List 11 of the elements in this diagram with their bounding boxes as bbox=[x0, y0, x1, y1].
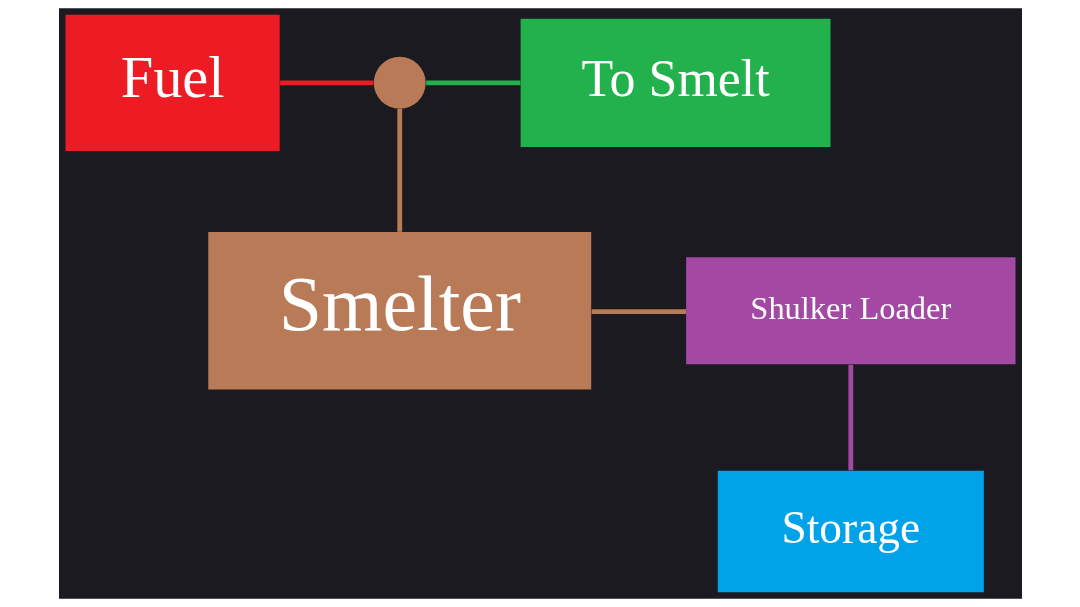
connector bbox=[396, 109, 402, 232]
node-box: Storage bbox=[717, 470, 984, 593]
connector bbox=[847, 364, 853, 471]
connector bbox=[591, 309, 686, 315]
node-box: To Smelt bbox=[520, 18, 831, 147]
node-box: Fuel bbox=[65, 14, 280, 151]
connector bbox=[425, 80, 520, 86]
node-box: Shulker Loader bbox=[685, 257, 1015, 365]
node-box: Smelter bbox=[207, 232, 591, 390]
connector bbox=[279, 80, 373, 86]
node-circle bbox=[373, 56, 426, 109]
